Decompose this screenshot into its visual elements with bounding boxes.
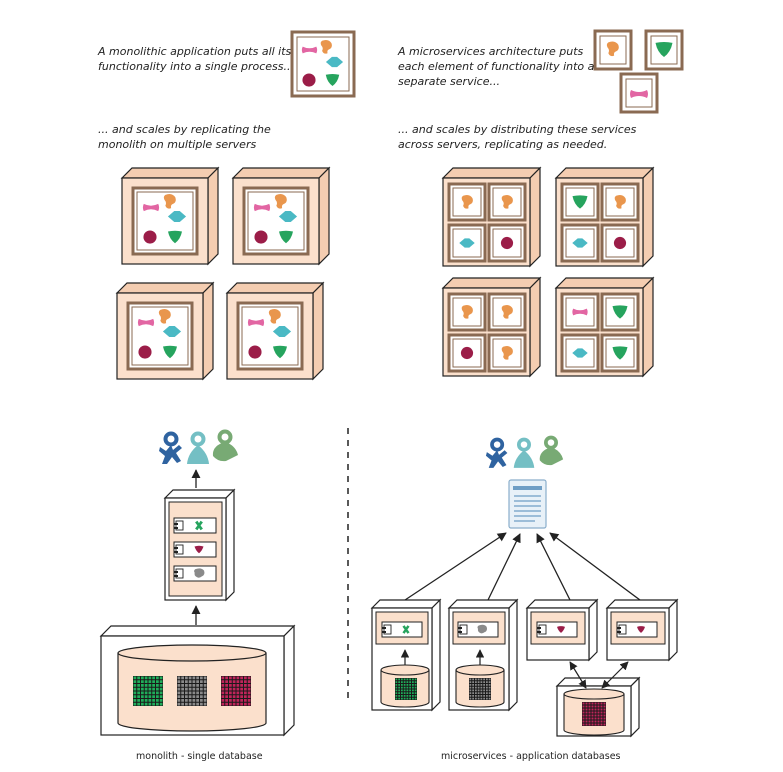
monolith-process-icon: [290, 30, 356, 98]
microservice-process-icons: [593, 29, 684, 114]
user-icon: [185, 431, 211, 465]
user-icon: [210, 429, 240, 463]
monolith-users: [158, 429, 240, 465]
monolith-server-grid: [115, 166, 331, 381]
user-icon: [158, 431, 184, 465]
caption-monolith-scaling: ... and scales by replicating the monoli…: [98, 123, 271, 151]
microservice-server: [554, 276, 655, 378]
label-monolith-database: monolith - single database: [136, 751, 263, 762]
microservice-app-server: [605, 598, 679, 662]
monolith-server: [231, 166, 331, 266]
caption-microservices-scaling: ... and scales by distributing these ser…: [398, 123, 637, 151]
label-microservices-databases: microservices - application databases: [441, 751, 621, 762]
microservice-app-server: [370, 598, 442, 712]
monolith-server: [225, 281, 325, 381]
user-icon: [537, 435, 565, 467]
microservice-app-server: [525, 598, 599, 662]
monolith-server: [120, 166, 220, 266]
shared-database-server: [555, 676, 641, 738]
microservice-deployment: [370, 598, 679, 738]
caption-microservices-process: A microservices architecture puts each e…: [398, 45, 595, 88]
monolith-server: [115, 281, 215, 381]
microservice-app-server: [447, 598, 519, 712]
monolith-app-server: [163, 488, 236, 602]
document-icon: [508, 479, 547, 529]
user-icon: [485, 437, 510, 469]
microservice-server: [441, 276, 542, 378]
monolith-database-server: [99, 624, 296, 737]
microservice-server: [554, 166, 655, 268]
user-icon: [511, 437, 537, 469]
microservice-users: [485, 435, 565, 469]
microservice-server: [441, 166, 542, 268]
caption-monolith-process: A monolithic application puts all its fu…: [98, 45, 294, 73]
microservice-server-grid: [441, 166, 655, 378]
